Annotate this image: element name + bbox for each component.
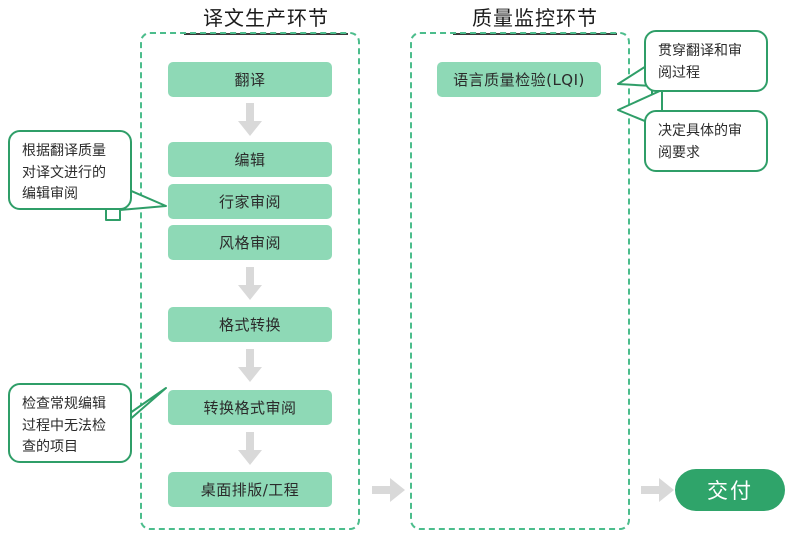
arrow-down-icon [236,103,264,137]
arrow-down-icon [236,267,264,301]
callout-lqi-scope: 贯穿翻译和审 阅过程 [644,30,768,92]
step-label: 行家审阅 [218,193,281,211]
arrow-right-icon [372,476,406,504]
page-title-quality: 质量监控环节 [453,2,617,35]
step-box-translate[interactable]: 翻译 [168,62,332,97]
callout-line: 根据翻译质量 [22,143,106,159]
callout-line: 决定具体的审 [658,123,742,139]
callout-lqi-requirement: 决定具体的审 阅要求 [644,110,768,172]
callout-line: 检查常规编辑 [22,396,106,412]
phase-container-quality [410,32,630,530]
step-box-dtp-engineering[interactable]: 桌面排版/工程 [168,472,332,507]
callout-line: 阅要求 [658,144,700,161]
callout-line: 对译文进行的 [22,164,106,181]
step-label: 转换格式审阅 [203,399,297,417]
callout-line: 编辑审阅 [22,186,78,203]
step-label: 风格审阅 [218,234,281,252]
step-box-edit[interactable]: 编辑 [168,142,332,177]
step-label: 翻译 [234,71,266,89]
callout-line: 过程中无法检 [22,417,106,434]
step-box-format-conversion[interactable]: 格式转换 [168,307,332,342]
step-label: 桌面排版/工程 [200,481,300,499]
callout-line: 查的项目 [22,439,78,456]
step-label: 语言质量检验(LQI) [453,71,585,89]
arrow-down-icon [236,432,264,466]
page-title-production: 译文生产环节 [184,2,348,35]
step-label: 格式转换 [218,316,281,334]
delivery-button[interactable]: 交付 [675,469,785,511]
step-box-converted-format-review[interactable]: 转换格式审阅 [168,390,332,425]
arrow-right-icon [641,476,675,504]
step-box-style-review[interactable]: 风格审阅 [168,225,332,260]
step-label: 编辑 [234,151,266,169]
callout-line: 贯穿翻译和审 [658,43,742,59]
phase-container-production [140,32,360,530]
delivery-label: 交付 [707,479,753,503]
callout-edit-review: 根据翻译质量 对译文进行的 编辑审阅 [8,130,132,210]
callout-conversion-review: 检查常规编辑 过程中无法检 查的项目 [8,383,132,463]
step-box-expert-review[interactable]: 行家审阅 [168,184,332,219]
callout-line: 阅过程 [658,64,700,81]
step-box-lqi[interactable]: 语言质量检验(LQI) [437,62,601,97]
arrow-down-icon [236,349,264,383]
